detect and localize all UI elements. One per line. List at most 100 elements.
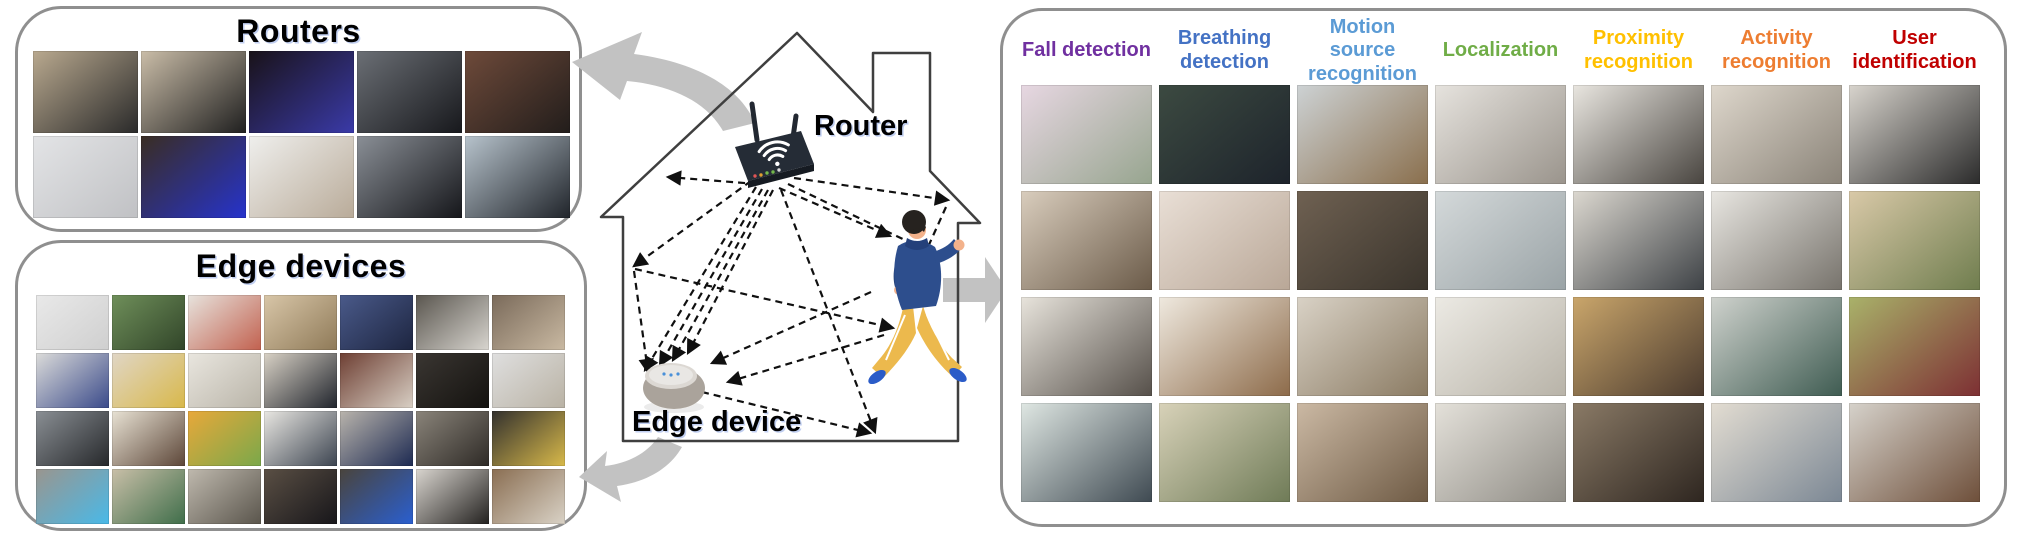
proximity-photos: [1573, 85, 1704, 502]
scene-photo: [1159, 403, 1290, 502]
column-localization: Localization: [1435, 19, 1566, 502]
scene-photo: [1711, 191, 1842, 290]
scene-photo: [1435, 403, 1566, 502]
scene-photo: [1297, 85, 1428, 184]
edge-device-photo: [492, 411, 565, 466]
edge-device-photo: [416, 411, 489, 466]
scene-photo: [1021, 403, 1152, 502]
applications-panel: Fall detection Breathing detection Motio…: [1000, 8, 2007, 527]
edge-device-photo: [188, 295, 261, 350]
motion-source-photos: [1297, 85, 1428, 502]
edge-device-photo: [264, 469, 337, 524]
scene-photo: [1573, 191, 1704, 290]
routers-panel-title: Routers: [236, 13, 361, 49]
edge-device-photo: [264, 295, 337, 350]
edge-device-photo: [340, 295, 413, 350]
scene-photo: [1021, 191, 1152, 290]
edge-device-photo: [112, 411, 185, 466]
scene-photo: [1849, 297, 1980, 396]
edge-devices-photo-grid: [36, 295, 565, 524]
wifi-icon: [757, 140, 790, 167]
edge-device-photo: [188, 353, 261, 408]
router-photo: [141, 51, 246, 133]
activity-photos: [1711, 85, 1842, 502]
edge-devices-panel-title: Edge devices: [195, 248, 407, 284]
router-icon: [735, 101, 814, 188]
router-photo: [465, 136, 570, 218]
applications-columns: Fall detection Breathing detection Motio…: [1003, 11, 2004, 502]
column-header-motion-source-recognition: Motion source recognition: [1308, 15, 1417, 85]
edge-devices-panel: Edge devices: [15, 240, 587, 531]
edge-device-photo: [416, 469, 489, 524]
column-header-fall-detection: Fall detection: [1022, 39, 1151, 62]
edge-device-label: Edge device: [632, 406, 802, 438]
edge-device-photo: [492, 469, 565, 524]
edge-device-photo: [36, 295, 109, 350]
column-breathing-detection: Breathing detection: [1159, 19, 1290, 502]
home-sensing-diagram: [572, 31, 1007, 502]
user-identification-photos: [1849, 85, 1980, 502]
routers-panel: Routers: [15, 6, 582, 232]
router-photo: [357, 51, 462, 133]
edge-device-photo: [340, 469, 413, 524]
arrow-to-applications-icon: [943, 257, 1007, 323]
router-photo: [357, 136, 462, 218]
scene-photo: [1573, 403, 1704, 502]
column-header-localization: Localization: [1442, 39, 1559, 62]
column-header-activity-recognition: Activity recognition: [1722, 27, 1831, 73]
edge-device-photo: [188, 469, 261, 524]
scene-photo: [1435, 297, 1566, 396]
column-fall-detection: Fall detection: [1021, 19, 1152, 502]
person-figure: [868, 210, 967, 385]
scene-photo: [1159, 191, 1290, 290]
scene-photo: [1435, 191, 1566, 290]
edge-device-photo: [492, 353, 565, 408]
column-motion-source-recognition: Motion source recognition: [1297, 15, 1428, 502]
localization-photos: [1435, 85, 1566, 502]
scene-photo: [1435, 85, 1566, 184]
routers-photo-grid: [33, 51, 570, 218]
edge-device-photo: [264, 353, 337, 408]
edge-device-photo: [340, 353, 413, 408]
router-photo: [33, 136, 138, 218]
edge-device-photo: [188, 411, 261, 466]
column-activity-recognition: Activity recognition: [1711, 19, 1842, 502]
column-user-identification: User identification: [1849, 19, 1980, 502]
scene-photo: [1849, 191, 1980, 290]
scene-photo: [1711, 403, 1842, 502]
scene-photo: [1849, 85, 1980, 184]
edge-device-photo: [36, 411, 109, 466]
router-photo: [141, 136, 246, 218]
edge-device-photo: [416, 353, 489, 408]
column-header-breathing-detection: Breathing detection: [1177, 27, 1272, 73]
scene-photo: [1711, 297, 1842, 396]
router-label: Router: [814, 110, 908, 142]
scene-photo: [1573, 297, 1704, 396]
scene-photo: [1297, 403, 1428, 502]
arrow-to-edge-devices-icon: [579, 437, 682, 502]
scene-photo: [1159, 297, 1290, 396]
scene-photo: [1159, 85, 1290, 184]
scene-photo: [1021, 85, 1152, 184]
edge-device-photo: [36, 353, 109, 408]
house-outline: [599, 31, 982, 443]
edge-device-photo: [112, 295, 185, 350]
edge-device-photo: [416, 295, 489, 350]
scene-photo: [1573, 85, 1704, 184]
scene-photo: [1297, 191, 1428, 290]
wifi-signal-paths: [632, 170, 951, 438]
column-proximity-recognition: Proximity recognition: [1573, 19, 1704, 502]
column-header-proximity-recognition: Proximity recognition: [1584, 27, 1693, 73]
router-photo: [33, 51, 138, 133]
arrow-to-routers-icon: [572, 32, 755, 131]
edge-device-photo: [112, 469, 185, 524]
scene-photo: [1297, 297, 1428, 396]
edge-device-icon: [643, 363, 705, 413]
fall-detection-photos: [1021, 85, 1152, 502]
scene-photo: [1711, 85, 1842, 184]
router-photo: [249, 51, 354, 133]
edge-device-photo: [492, 295, 565, 350]
column-header-user-identification: User identification: [1852, 27, 1977, 73]
router-photo: [249, 136, 354, 218]
